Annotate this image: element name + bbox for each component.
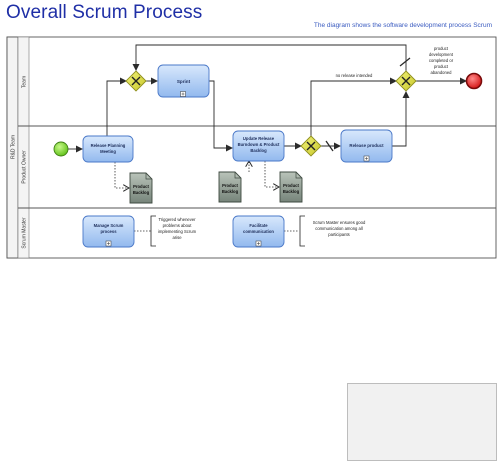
associations <box>114 161 299 232</box>
document-product-backlog-1[interactable]: Product Backlog <box>129 172 153 204</box>
annotation-triggered-line-1: Triggered whenever <box>158 217 196 222</box>
document-fold <box>295 172 302 179</box>
plus-icon <box>257 242 260 245</box>
annotation-end-line-1: product <box>434 46 449 51</box>
exclusive-x-icon <box>401 76 411 86</box>
task-release-product[interactable]: Release product <box>340 129 393 163</box>
annotation-end-line-4: product <box>434 64 449 69</box>
annotation-triggered: Triggered whenever problems about implem… <box>150 215 197 247</box>
task-update-release-box <box>232 130 285 162</box>
document-label-1: Product <box>283 183 299 188</box>
flow-planning-to-gateway1[interactable] <box>106 77 127 136</box>
document-fold <box>145 173 152 180</box>
default-marker-loop <box>399 57 411 67</box>
task-update-release-label-3: Backlog <box>250 148 267 153</box>
task-release-planning-label-1: Release Planning <box>91 143 126 148</box>
task-release-product-label: Release product <box>349 143 384 148</box>
document-label-2: Backlog <box>133 190 150 195</box>
document-icon <box>129 172 153 204</box>
task-manage-scrum-label-2: process <box>100 229 117 234</box>
lane-label-column <box>17 36 30 259</box>
task-sprint-label: Sprint <box>177 79 191 84</box>
document-icon <box>279 171 303 203</box>
document-product-backlog-2[interactable]: Product Backlog <box>218 171 242 203</box>
flow-sprint-to-update[interactable] <box>209 80 233 152</box>
task-facilitate-label-1: Facilitate <box>249 223 268 228</box>
task-release-planning-label-2: Meeting <box>100 149 116 154</box>
task-facilitate-box <box>232 215 285 248</box>
gateway-2[interactable] <box>300 135 322 157</box>
lane-label-team: Team <box>22 76 28 88</box>
document-product-backlog-3[interactable]: Product Backlog <box>279 171 303 203</box>
annotation-sm-line-2: communication among all <box>315 226 363 231</box>
default-flow-markers <box>325 57 411 152</box>
task-sprint-box <box>157 64 210 98</box>
lane-label-scrum-master: Scrum Master <box>22 217 28 248</box>
plus-icon <box>365 157 368 160</box>
annotation-end-line-2: development <box>429 52 454 57</box>
annotation-bracket <box>150 215 156 247</box>
gateway-3[interactable] <box>395 70 417 92</box>
annotation-triggered-line-4: arise <box>172 235 182 240</box>
annotation-bracket <box>299 215 305 247</box>
document-label-1: Product <box>222 183 238 188</box>
task-facilitate[interactable]: Facilitate communication <box>232 215 285 248</box>
annotation-end-line-5: abandoned <box>431 70 453 75</box>
task-release-planning[interactable]: Release Planning Meeting <box>82 135 134 163</box>
annotation-scrum-master: Scrum Master ensures good communication … <box>299 215 366 247</box>
task-update-release[interactable]: Update Release Burndown & Product Backlo… <box>232 130 285 162</box>
default-marker-release <box>325 140 334 152</box>
document-label-1: Product <box>133 184 149 189</box>
gateway-1[interactable] <box>125 70 147 92</box>
annotation-end-line-3: completed or <box>429 58 454 63</box>
flow-gateway2-to-gateway3[interactable] <box>310 77 397 136</box>
document-label-2: Backlog <box>283 189 300 194</box>
pool-label: R&D Team <box>11 135 17 159</box>
annotation-sm-line-3: participants <box>328 232 349 237</box>
page-subtitle: The diagram shows the software developme… <box>313 22 492 29</box>
document-label-2: Backlog <box>222 189 239 194</box>
exclusive-x-icon <box>306 141 316 151</box>
annotation-triggered-line-3: implementing Scrum <box>158 229 197 234</box>
task-release-planning-box <box>82 135 134 163</box>
task-facilitate-label-2: communication <box>243 229 274 234</box>
document-fold <box>234 172 241 179</box>
plus-icon <box>107 242 110 245</box>
flow-label-no-release: no release intended <box>336 73 373 78</box>
task-manage-scrum[interactable]: Manage Scrum process <box>82 215 135 248</box>
task-manage-scrum-label-1: Manage Scrum <box>94 223 124 228</box>
plus-icon <box>181 92 185 96</box>
task-sprint[interactable]: Sprint <box>157 64 210 98</box>
document-icon <box>218 171 242 203</box>
task-update-release-label-2: Burndown & Product <box>238 142 280 147</box>
task-release-product-box <box>340 129 393 163</box>
task-update-release-label-1: Update Release <box>243 136 275 141</box>
task-manage-scrum-box <box>82 215 135 248</box>
annotation-triggered-line-2: problems about <box>163 223 193 228</box>
exclusive-x-icon <box>131 76 141 86</box>
end-event[interactable] <box>465 72 483 90</box>
flow-loop-back[interactable] <box>132 44 407 71</box>
flow-release-to-gateway3[interactable] <box>392 91 410 147</box>
annotation-sm-line-1: Scrum Master ensures good <box>313 220 366 225</box>
sequence-flows <box>68 44 467 153</box>
empty-placeholder-panel <box>347 383 497 461</box>
page-title: Overall Scrum Process <box>6 2 203 23</box>
lane-label-product-owner: Product Owner <box>22 150 28 184</box>
annotation-end-condition: product development completed or product… <box>429 46 454 75</box>
start-event[interactable] <box>53 141 69 157</box>
